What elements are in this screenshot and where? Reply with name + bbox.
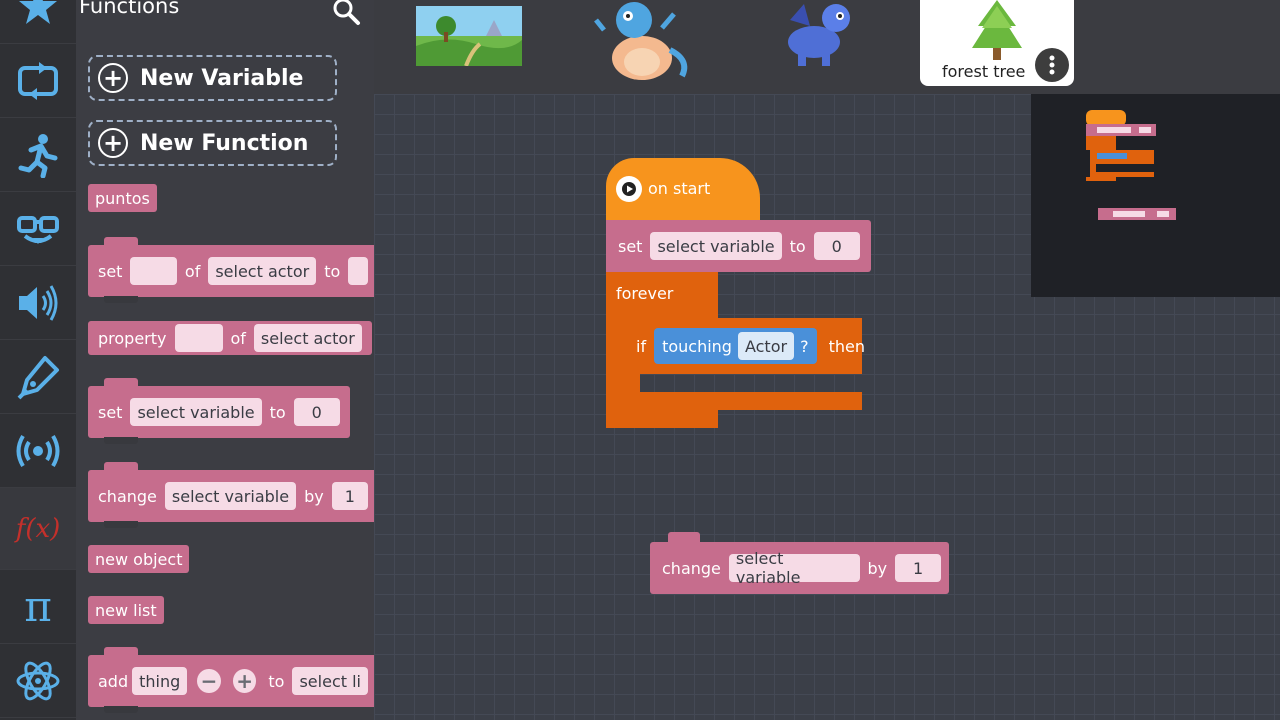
actor-dropdown[interactable]: select actor xyxy=(253,324,362,352)
block-keyword: if xyxy=(636,336,647,356)
touching-block[interactable]: touching Actor ? xyxy=(654,328,817,364)
value-input[interactable]: 0 xyxy=(813,232,860,260)
category-looks[interactable] xyxy=(0,192,76,266)
search-icon[interactable] xyxy=(331,0,361,26)
new-function-button[interactable]: + New Function xyxy=(88,120,337,166)
property-input[interactable] xyxy=(130,257,177,285)
actor-dropdown[interactable]: Actor xyxy=(737,332,795,360)
change-variable-script-block[interactable]: change select variable by 1 xyxy=(650,532,949,594)
variable-puntos-block[interactable]: puntos xyxy=(88,184,157,212)
property-of-actor-block[interactable]: property of select actor xyxy=(88,321,372,355)
minimap-preview xyxy=(1086,110,1176,220)
if-block-foot xyxy=(624,392,862,410)
speaker-icon xyxy=(19,284,58,321)
forever-block-foot xyxy=(606,410,718,428)
blue-dragon-sprite[interactable] xyxy=(770,0,866,70)
category-pen[interactable] xyxy=(0,340,76,414)
variable-dropdown[interactable]: select variable xyxy=(164,482,297,510)
category-motion[interactable] xyxy=(0,118,76,192)
change-variable-block[interactable]: change select variable by 1 xyxy=(88,462,374,528)
star-icon xyxy=(19,0,57,24)
set-variable-script-block[interactable]: set select variable to 0 xyxy=(606,220,871,272)
block-keyword: by xyxy=(867,558,888,578)
variable-dropdown[interactable]: select variable xyxy=(728,549,860,587)
category-control[interactable] xyxy=(0,44,76,118)
on-start-block[interactable]: on start xyxy=(606,158,760,220)
block-keyword: by xyxy=(304,486,324,506)
value-input[interactable]: 0 xyxy=(293,398,340,426)
thing-input[interactable]: thing xyxy=(132,667,188,695)
plus-icon: + xyxy=(98,63,128,93)
if-then-block[interactable]: if touching Actor ? then xyxy=(624,318,865,374)
block-keyword: ? xyxy=(800,336,809,356)
landscape-background-thumbnail[interactable] xyxy=(416,6,522,66)
block-keyword: to xyxy=(324,261,341,281)
new-function-label: New Function xyxy=(140,130,309,156)
category-functions[interactable]: f(x) xyxy=(0,488,76,570)
block-keyword: to xyxy=(268,671,285,691)
block-keyword: to xyxy=(269,402,286,422)
plus-icon: + xyxy=(98,128,128,158)
variable-dropdown[interactable]: select variable xyxy=(650,232,782,260)
broadcast-icon xyxy=(16,434,60,467)
value-input[interactable]: 1 xyxy=(895,554,941,582)
block-keyword: of xyxy=(230,328,246,348)
forest-tree-sprite xyxy=(972,0,1022,60)
category-physics[interactable] xyxy=(0,644,76,718)
new-variable-button[interactable]: + New Variable xyxy=(88,55,337,101)
new-variable-label: New Variable xyxy=(140,65,304,91)
category-sound[interactable] xyxy=(0,266,76,340)
sprite-bar: forest tree xyxy=(374,0,1280,94)
add-to-list-block[interactable]: add thing − + to select li xyxy=(88,647,374,713)
play-icon xyxy=(616,176,642,202)
block-keyword: then xyxy=(828,336,865,356)
script-canvas[interactable]: on start set select variable to 0 foreve… xyxy=(374,94,1280,720)
block-keyword: set xyxy=(618,236,643,256)
block-keyword: change xyxy=(662,558,721,578)
plus-icon[interactable]: + xyxy=(232,669,257,693)
set-variable-block[interactable]: set select variable to 0 xyxy=(88,378,350,444)
pen-nib-icon xyxy=(17,355,59,399)
set-property-of-actor-block[interactable]: set of select actor to xyxy=(88,237,374,303)
atom-icon xyxy=(16,661,60,700)
repeat-icon xyxy=(18,61,58,100)
block-keyword: add xyxy=(98,671,129,691)
palette-title: Functions xyxy=(79,0,180,18)
selected-sprite-card[interactable]: forest tree xyxy=(920,0,1074,86)
block-keyword: change xyxy=(98,486,157,506)
new-list-block[interactable]: new list xyxy=(88,596,164,624)
forever-block[interactable]: forever xyxy=(606,272,718,318)
pi-icon: π xyxy=(24,582,52,631)
block-keyword: to xyxy=(789,236,806,256)
category-events[interactable] xyxy=(0,414,76,488)
actor-dropdown[interactable]: select actor xyxy=(208,257,317,285)
list-dropdown[interactable]: select li xyxy=(292,667,368,695)
block-keyword: touching xyxy=(662,336,732,356)
value-input[interactable] xyxy=(348,257,368,285)
forever-block-arm xyxy=(606,318,624,418)
block-keyword: set xyxy=(98,402,123,422)
property-input[interactable] xyxy=(174,324,223,352)
variable-dropdown[interactable]: select variable xyxy=(130,398,262,426)
function-icon: f(x) xyxy=(15,513,61,544)
selected-sprite-name: forest tree xyxy=(942,62,1026,81)
running-person-icon xyxy=(18,133,58,178)
glasses-mask-icon xyxy=(17,215,59,244)
block-keyword: of xyxy=(184,261,201,281)
more-options-icon[interactable] xyxy=(1035,48,1069,82)
category-star[interactable] xyxy=(0,0,76,44)
forever-label: forever xyxy=(616,284,674,303)
block-palette: Functions + New Variable + New Function … xyxy=(76,0,374,720)
block-keyword: set xyxy=(98,261,123,281)
category-rail: f(x) π xyxy=(0,0,76,720)
category-math[interactable]: π xyxy=(0,570,76,644)
value-input[interactable]: 1 xyxy=(331,482,368,510)
orange-dragon-sprite[interactable] xyxy=(590,0,700,82)
minus-icon[interactable]: − xyxy=(197,669,221,693)
minimap[interactable] xyxy=(1031,94,1280,297)
new-object-block[interactable]: new object xyxy=(88,545,190,573)
on-start-label: on start xyxy=(648,179,711,198)
block-keyword: property xyxy=(98,328,167,348)
